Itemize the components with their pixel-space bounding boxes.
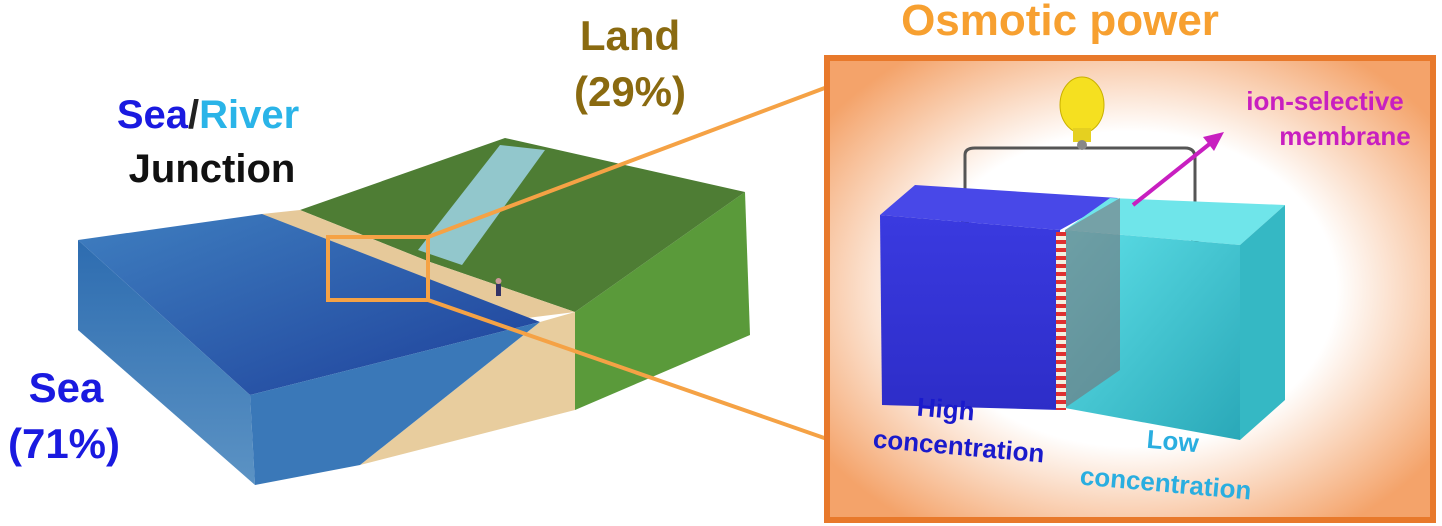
river <box>418 145 545 265</box>
ion-selective-membrane <box>1056 232 1066 410</box>
land-label: Land <box>580 12 680 59</box>
membrane-arrow <box>1131 140 1214 207</box>
sea-front-face <box>250 322 540 485</box>
land-right-face <box>575 192 750 410</box>
person-figure <box>495 278 502 296</box>
sea-part: Sea <box>117 93 189 137</box>
light-bulb-icon <box>1059 76 1105 150</box>
zoom-connector-bottom <box>427 298 831 442</box>
low-concentration-line1: Low <box>1146 424 1201 458</box>
low-concentration-side <box>1240 205 1285 440</box>
land-top <box>300 138 745 312</box>
panel-title: Osmotic power <box>901 0 1219 45</box>
sea-percentage: (71%) <box>8 420 120 467</box>
membrane-arrow-head-icon <box>1203 132 1224 151</box>
river-part: River <box>199 93 299 137</box>
high-concentration-top <box>880 185 1118 230</box>
slash: / <box>188 93 199 137</box>
sea-label: Sea <box>29 364 104 411</box>
sea-left-face <box>78 240 255 485</box>
zoom-connector-top <box>427 84 831 239</box>
beach-strip <box>262 210 575 330</box>
sea-top <box>78 214 540 395</box>
junction-highlight-box <box>326 235 430 302</box>
junction-label: Junction <box>129 147 296 191</box>
high-concentration-line1: High <box>916 392 976 427</box>
membrane-label-line2: membrane <box>1279 121 1411 151</box>
osmotic-cell <box>880 76 1285 440</box>
land-percentage: (29%) <box>574 68 686 115</box>
sea-river-label: Sea/River <box>117 93 299 137</box>
landscape-illustration <box>78 138 750 485</box>
membrane-label-line1: ion-selective <box>1246 86 1404 116</box>
membrane-mesh <box>1065 198 1120 408</box>
beach-slope <box>360 312 575 465</box>
high-concentration-front <box>880 215 1060 410</box>
